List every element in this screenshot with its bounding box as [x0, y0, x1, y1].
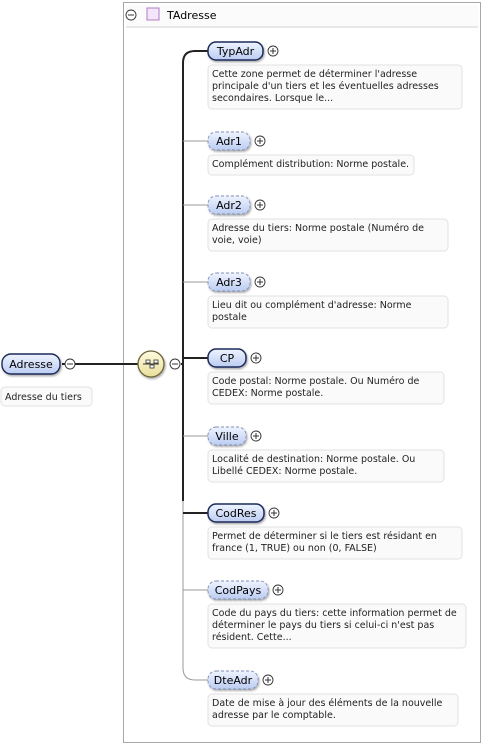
root-collapse-button[interactable]: [64, 358, 76, 370]
documentation-cp: Code postal: Norme postale. Ou Numéro de…: [207, 371, 445, 405]
doc-line: Permet de déterminer si le tiers est rés…: [212, 531, 437, 542]
documentation-ville: Localité de destination: Norme postale. …: [207, 449, 445, 483]
element-name: Adr2: [216, 199, 242, 212]
doc-line: déterminer le pays du tiers si celui-ci …: [212, 620, 434, 631]
element-node-codres[interactable]: CodRes: [207, 503, 265, 523]
complex-type-name: TAdresse: [166, 9, 217, 22]
element-node-typadr[interactable]: TypAdr: [207, 41, 264, 61]
expand-button-adr2[interactable]: [254, 199, 266, 211]
doc-line: principale d'un tiers et les éventuelles…: [212, 81, 439, 92]
documentation-adr2: Adresse du tiers: Norme postale (Numéro …: [207, 218, 449, 252]
element-name: Adr1: [216, 135, 242, 148]
documentation-adr3: Lieu dit ou complément d'adresse: Normep…: [207, 295, 449, 329]
documentation-codpays: Code du pays du tiers: cette information…: [207, 603, 467, 649]
element-name: TypAdr: [216, 45, 255, 58]
doc-line: Code du pays du tiers: cette information…: [212, 608, 457, 619]
element-node-dteadr[interactable]: DteAdr: [207, 670, 259, 690]
doc-line: secondaires. Lorsque le...: [212, 93, 333, 104]
expand-button-cp[interactable]: [250, 352, 262, 364]
doc-line: Code postal: Norme postale. Ou Numéro de: [212, 376, 419, 387]
element-name: CodPays: [215, 584, 262, 597]
element-name: DteAdr: [214, 674, 253, 687]
doc-line: france (1, TRUE) ou non (0, FALSE): [212, 543, 377, 554]
expand-button-dteadr[interactable]: [262, 674, 274, 686]
doc-line: Complément distribution: Norme postale.: [212, 159, 409, 170]
doc-line: Lieu dit ou complément d'adresse: Norme: [212, 300, 412, 311]
branch-dteadr: [182, 667, 208, 681]
branch-typadr: [182, 50, 208, 64]
element-name: Ville: [215, 430, 238, 443]
element-name: CP: [220, 352, 235, 365]
root-doc-text: Adresse du tiers: [5, 392, 82, 403]
sequence-icon: [143, 359, 159, 369]
expand-button-codpays[interactable]: [272, 584, 284, 596]
element-name: CodRes: [215, 507, 256, 520]
expand-button-adr3[interactable]: [254, 276, 266, 288]
expand-button-codres[interactable]: [268, 507, 280, 519]
complex-type-icon: [146, 7, 160, 21]
root-documentation: Adresse du tiers: [0, 386, 93, 407]
element-node-adr3[interactable]: Adr3: [207, 272, 251, 292]
doc-line: CEDEX: Norme postale.: [212, 388, 323, 399]
documentation-adr1: Complément distribution: Norme postale.: [207, 154, 415, 176]
documentation-codres: Permet de déterminer si le tiers est rés…: [207, 526, 463, 560]
expand-button-typadr[interactable]: [267, 45, 279, 57]
root-element-node[interactable]: Adresse: [1, 353, 61, 375]
doc-line: postale: [212, 312, 247, 323]
doc-line: voie, voie): [212, 235, 262, 246]
doc-line: Date de mise à jour des éléments de la n…: [212, 698, 443, 709]
element-name: Adr3: [216, 276, 242, 289]
doc-line: Libellé CEDEX: Norme postale.: [212, 466, 357, 477]
documentation-dteadr: Date de mise à jour des éléments de la n…: [207, 693, 459, 727]
element-node-adr2[interactable]: Adr2: [207, 195, 251, 215]
element-node-adr1[interactable]: Adr1: [207, 131, 251, 151]
sequence-compositor[interactable]: [137, 350, 165, 378]
expand-button-ville[interactable]: [250, 430, 262, 442]
complex-type-collapse-button[interactable]: [125, 9, 137, 21]
doc-line: Localité de destination: Norme postale. …: [212, 454, 415, 465]
root-element-name: Adresse: [9, 358, 53, 371]
sequence-collapse-button[interactable]: [169, 358, 181, 370]
expand-button-adr1[interactable]: [254, 135, 266, 147]
doc-line: résident. Cette...: [212, 632, 292, 643]
element-node-ville[interactable]: Ville: [207, 426, 247, 446]
documentation-typadr: Cette zone permet de déterminer l'adress…: [207, 64, 463, 110]
doc-line: Adresse du tiers: Norme postale (Numéro …: [212, 223, 424, 234]
element-node-cp[interactable]: CP: [207, 348, 247, 368]
sequence-branches: [181, 50, 208, 681]
doc-line: Cette zone permet de déterminer l'adress…: [212, 69, 417, 80]
doc-line: adresse par le comptable.: [212, 710, 336, 721]
element-node-codpays[interactable]: CodPays: [207, 580, 269, 600]
